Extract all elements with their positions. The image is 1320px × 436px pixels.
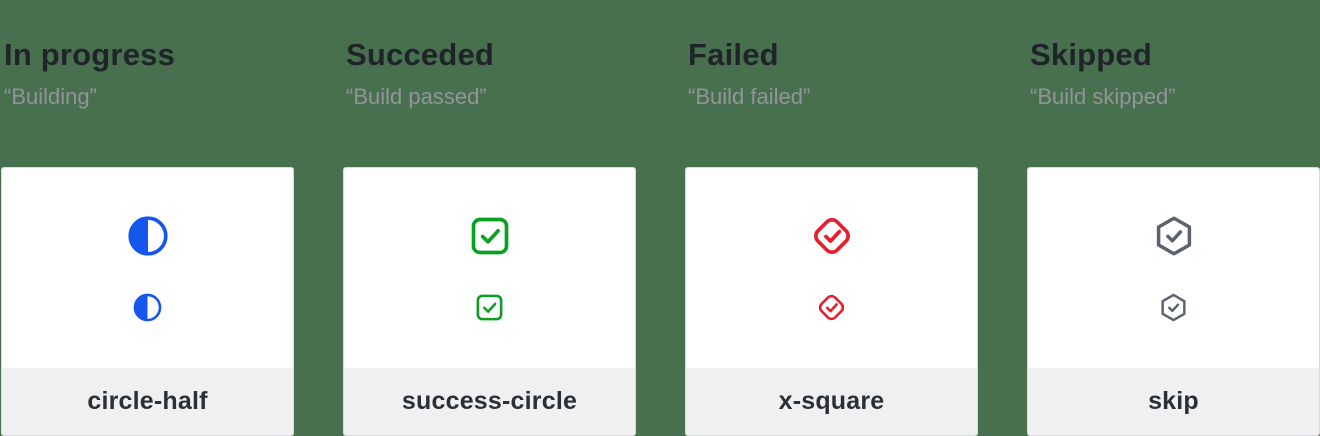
- icon-card-footer: circle-half: [2, 368, 293, 435]
- icon-name-label: x-square: [778, 387, 885, 415]
- icon-preview-area: [1028, 168, 1319, 368]
- column-succeded: Succeded “Build passed” success-circle: [343, 0, 636, 436]
- column-heading: Skipped: [1030, 37, 1152, 72]
- column-in-progress: In progress “Building” circle-half: [1, 0, 294, 436]
- column-heading: Succeded: [346, 37, 495, 72]
- check-hexagon-icon: [1156, 215, 1191, 256]
- icon-card-success-circle: success-circle: [343, 167, 636, 436]
- icon-name-label: circle-half: [87, 387, 208, 415]
- icon-card-footer: success-circle: [344, 368, 635, 435]
- check-diamond-icon: [813, 217, 850, 254]
- icon-card-footer: x-square: [686, 368, 977, 435]
- circle-half-icon: [133, 293, 162, 321]
- icon-card-x-square: x-square: [685, 167, 978, 436]
- icon-preview-area: [2, 168, 293, 368]
- column-quote: “Build skipped”: [1030, 84, 1176, 109]
- column-quote: “Build passed”: [346, 84, 487, 109]
- column-failed: Failed “Build failed” x-square: [685, 0, 978, 436]
- icon-name-label: skip: [1148, 387, 1199, 415]
- column-skipped: Skipped “Build skipped” skip: [1027, 0, 1320, 436]
- icon-card-skip: skip: [1027, 167, 1320, 436]
- column-heading: Failed: [688, 37, 779, 72]
- check-square-icon: [471, 217, 508, 254]
- check-square-icon: [476, 294, 503, 320]
- column-quote: “Build failed”: [688, 84, 811, 109]
- column-quote: “Building”: [4, 84, 97, 109]
- icon-name-label: success-circle: [401, 387, 578, 415]
- check-diamond-icon: [818, 294, 845, 320]
- circle-half-icon: [127, 215, 168, 256]
- column-heading: In progress: [4, 37, 176, 72]
- icon-card-circle-half: circle-half: [1, 167, 294, 436]
- check-hexagon-icon: [1161, 293, 1186, 321]
- icon-preview-area: [344, 168, 635, 368]
- icon-preview-area: [686, 168, 977, 368]
- icon-card-footer: skip: [1028, 368, 1319, 435]
